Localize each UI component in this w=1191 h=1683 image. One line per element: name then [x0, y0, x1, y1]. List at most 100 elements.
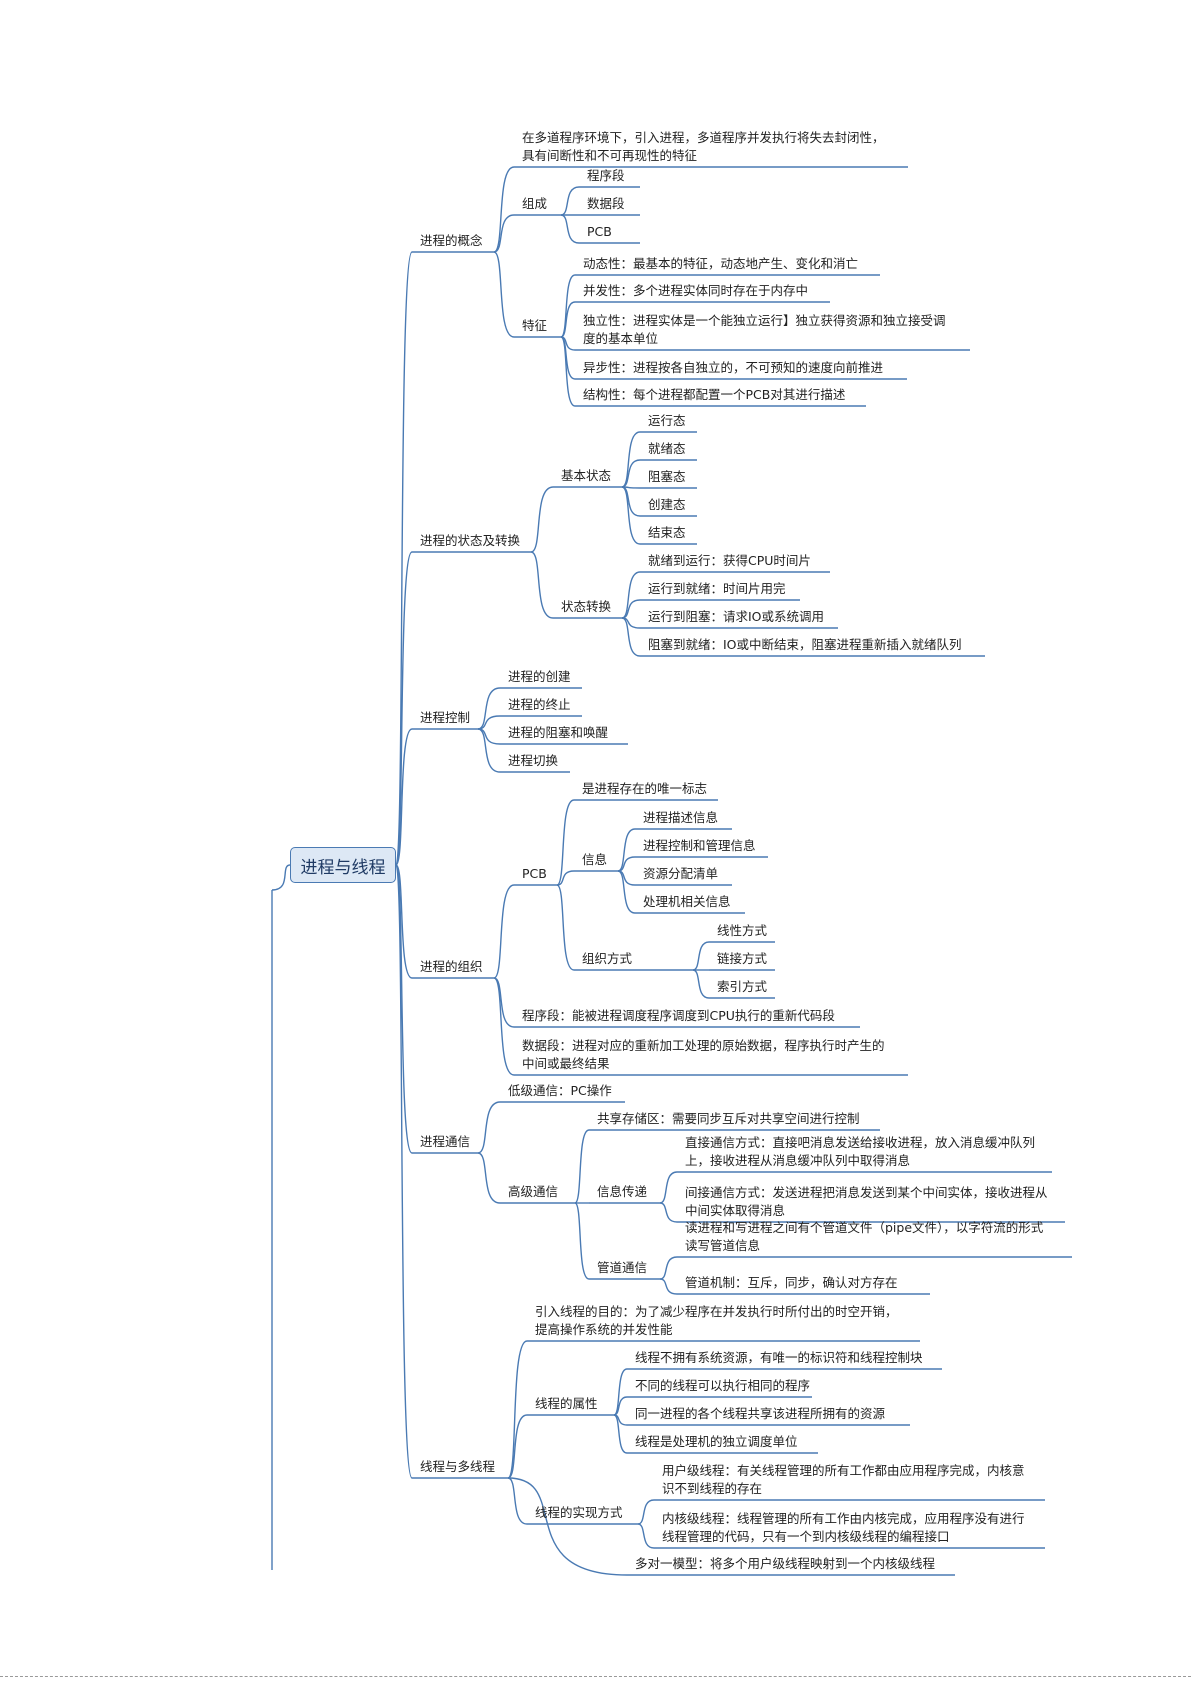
connector-curve — [556, 870, 575, 886]
topic-b0-2[interactable]: 特征 — [522, 318, 548, 333]
topic-b4-0[interactable]: 低级通信：PC操作 — [508, 1083, 612, 1098]
connector-curve — [637, 1523, 655, 1549]
connector-curve — [659, 1278, 678, 1295]
topic-b0-1-1[interactable]: 数据段 — [587, 196, 625, 211]
topic-b3-0-1[interactable]: 信息 — [582, 852, 608, 867]
topic-b2-2[interactable]: 进程的阻塞和唤醒 — [508, 725, 609, 740]
topic-b3-2[interactable]: 数据段：进程对应的重新加工处理的原始数据，程序执行时产生的 中间或最终结果 — [522, 1038, 885, 1071]
root-topic-label: 进程与线程 — [300, 857, 386, 878]
topic-b1-0-0[interactable]: 运行态 — [648, 413, 686, 428]
connector-curve — [493, 166, 515, 253]
connector-curve — [560, 336, 576, 407]
topic-b1-1-0[interactable]: 就绪到运行：获得CPU时间片 — [648, 553, 811, 568]
topic-b1-0[interactable]: 基本状态 — [561, 468, 612, 483]
topic-b3-0[interactable]: PCB — [522, 866, 547, 881]
topic-b5-2-0[interactable]: 用户级线程：有关线程管理的所有工作都由应用程序完成，内核意 识不到线程的存在 — [662, 1463, 1025, 1496]
connector-curve — [507, 1414, 528, 1479]
topic-b5-1-0[interactable]: 线程不拥有系统资源，有唯一的标识符和线程控制块 — [635, 1350, 923, 1365]
topic-b0-1-0[interactable]: 程序段 — [587, 168, 625, 183]
topic-b4-1[interactable]: 高级通信 — [508, 1184, 559, 1199]
connector-curve — [574, 1202, 590, 1280]
connector-curve — [560, 214, 580, 244]
topic-b5-1-2[interactable]: 同一进程的各个线程共享该进程所拥有的资源 — [635, 1406, 886, 1421]
connector-curve — [556, 799, 575, 886]
connector-curve — [477, 728, 501, 773]
topic-b3[interactable]: 进程的组织 — [420, 959, 483, 974]
topic-b0-2-0[interactable]: 动态性：最基本的特征，动态地产生、变化和消亡 — [583, 256, 859, 271]
topic-b4-1-2[interactable]: 管道通信 — [597, 1260, 648, 1275]
topic-b4-1-2-1[interactable]: 管道机制：互斥，同步，确认对方存在 — [685, 1275, 898, 1290]
topic-b5-1-1[interactable]: 不同的线程可以执行相同的程序 — [635, 1378, 811, 1393]
connector-curve — [621, 486, 641, 517]
topic-b3-0-1-2[interactable]: 资源分配清单 — [643, 866, 719, 881]
topic-b5-0[interactable]: 引入线程的目的：为了减少程序在并发执行时所付出的时空开销， 提高操作系统的并发性… — [535, 1304, 898, 1337]
topic-b4[interactable]: 进程通信 — [420, 1134, 471, 1149]
topic-b0-2-4[interactable]: 结构性：每个进程都配置一个PCB对其进行描述 — [583, 387, 846, 402]
topic-b0-2-1[interactable]: 并发性：多个进程实体同时存在于内存中 — [583, 283, 809, 298]
connector-curve — [621, 599, 641, 619]
root-topic[interactable]: 进程与线程 — [290, 847, 396, 883]
connector-curve — [621, 486, 641, 545]
topic-b5-1[interactable]: 线程的属性 — [535, 1396, 598, 1411]
topic-b3-0-2[interactable]: 组织方式 — [582, 951, 633, 966]
topic-b1-0-1[interactable]: 就绪态 — [648, 441, 686, 456]
topic-b0-0[interactable]: 在多道程序环境下，引入进程，多道程序并发执行将失去封闭性， 具有间断性和不可再现… — [522, 130, 885, 163]
connector-curve — [560, 336, 576, 380]
topic-b2-1[interactable]: 进程的终止 — [508, 697, 571, 712]
page-footer-rule — [0, 1676, 1191, 1677]
topic-b0-1-2[interactable]: PCB — [587, 224, 612, 239]
connector-curve — [574, 1129, 590, 1204]
topic-b1[interactable]: 进程的状态及转换 — [420, 533, 521, 548]
topic-b3-0-2-1[interactable]: 链接方式 — [717, 951, 768, 966]
topic-b5-2[interactable]: 线程的实现方式 — [535, 1505, 623, 1520]
connector-curve — [477, 1101, 501, 1154]
topic-b2-0[interactable]: 进程的创建 — [508, 669, 571, 684]
topic-b0[interactable]: 进程的概念 — [420, 233, 483, 248]
connector-curve — [493, 977, 515, 1028]
topic-b3-0-0[interactable]: 是进程存在的唯一标志 — [582, 781, 708, 796]
topic-b1-1[interactable]: 状态转换 — [561, 599, 612, 614]
connector-curve — [613, 1396, 628, 1416]
topic-b3-1[interactable]: 程序段：能被进程调度程序调度到CPU执行的重新代码段 — [522, 1008, 835, 1023]
topic-b3-0-2-0[interactable]: 线性方式 — [717, 923, 768, 938]
topic-b5[interactable]: 线程与多线程 — [420, 1459, 496, 1474]
topic-b3-0-1-1[interactable]: 进程控制和管理信息 — [643, 838, 756, 853]
connector-curve — [493, 251, 515, 338]
topic-b4-1-0[interactable]: 共享存储区：需要同步互斥对共享空间进行控制 — [597, 1111, 860, 1126]
connector-curve — [692, 969, 710, 999]
connector-curve — [621, 571, 641, 619]
connector-curve — [621, 617, 641, 657]
topic-b4-1-2-0[interactable]: 读进程和写进程之间有个管道文件（pipe文件），以字符流的形式 读写管道信息 — [685, 1220, 1044, 1253]
topic-b2[interactable]: 进程控制 — [420, 710, 471, 725]
topic-b4-1-1-0[interactable]: 直接通信方式：直接吧消息发送给接收进程，放入消息缓冲队列 上，接收进程从消息缓冲… — [685, 1135, 1036, 1168]
connector-curve — [617, 870, 636, 914]
connector-curve — [613, 1414, 628, 1454]
topic-b1-1-1[interactable]: 运行到就绪：时间片用完 — [648, 581, 786, 596]
topic-b1-1-2[interactable]: 运行到阻塞：请求IO或系统调用 — [648, 609, 825, 624]
topic-b1-0-2[interactable]: 阻塞态 — [648, 469, 686, 484]
topic-b5-1-3[interactable]: 线程是处理机的独立调度单位 — [635, 1434, 798, 1449]
connector-curve — [395, 551, 413, 866]
topic-b5-3[interactable]: 多对一模型：将多个用户级线程映射到一个内核级线程 — [635, 1556, 936, 1571]
topic-b1-0-3[interactable]: 创建态 — [648, 497, 686, 512]
topic-b4-1-1-1[interactable]: 间接通信方式：发送进程把消息发送到某个中间实体，接收进程从 中间实体取得消息 — [685, 1185, 1048, 1218]
connector-curve — [613, 1368, 628, 1416]
connector-curve — [617, 828, 636, 872]
topic-b0-2-3[interactable]: 异步性：进程按各自独立的，不可预知的速度向前推进 — [583, 360, 884, 375]
topic-b3-0-1-3[interactable]: 处理机相关信息 — [643, 894, 731, 909]
connector-curve — [271, 864, 291, 891]
connector-curve — [493, 884, 515, 979]
connector-curve — [659, 1171, 678, 1204]
topic-b5-2-1[interactable]: 内核级线程：线程管理的所有工作由内核完成，应用程序没有进行 线程管理的代码，只有… — [662, 1511, 1025, 1544]
topic-b4-1-1[interactable]: 信息传递 — [597, 1184, 648, 1199]
connector-curve — [560, 301, 576, 338]
topic-b3-0-2-2[interactable]: 索引方式 — [717, 979, 768, 994]
connector-curve — [692, 941, 710, 971]
topic-b2-3[interactable]: 进程切换 — [508, 753, 559, 768]
topic-b3-0-1-0[interactable]: 进程描述信息 — [643, 810, 719, 825]
topic-b1-0-4[interactable]: 结束态 — [648, 525, 686, 540]
topic-b0-1[interactable]: 组成 — [522, 196, 548, 211]
topic-b1-1-3[interactable]: 阻塞到就绪：IO或中断结束，阻塞进程重新插入就绪队列 — [648, 637, 962, 652]
connector-curve — [659, 1256, 678, 1280]
topic-b0-2-2[interactable]: 独立性：进程实体是一个能独立运行】独立获得资源和独立接受调 度的基本单位 — [583, 313, 946, 346]
